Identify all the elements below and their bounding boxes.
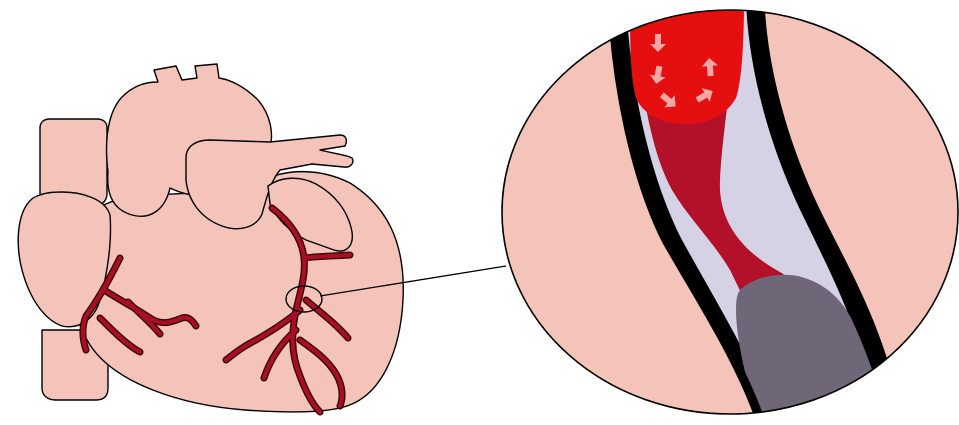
heart [18,64,403,412]
upstream-blood-pool [630,0,744,124]
magnified-view [502,0,958,425]
